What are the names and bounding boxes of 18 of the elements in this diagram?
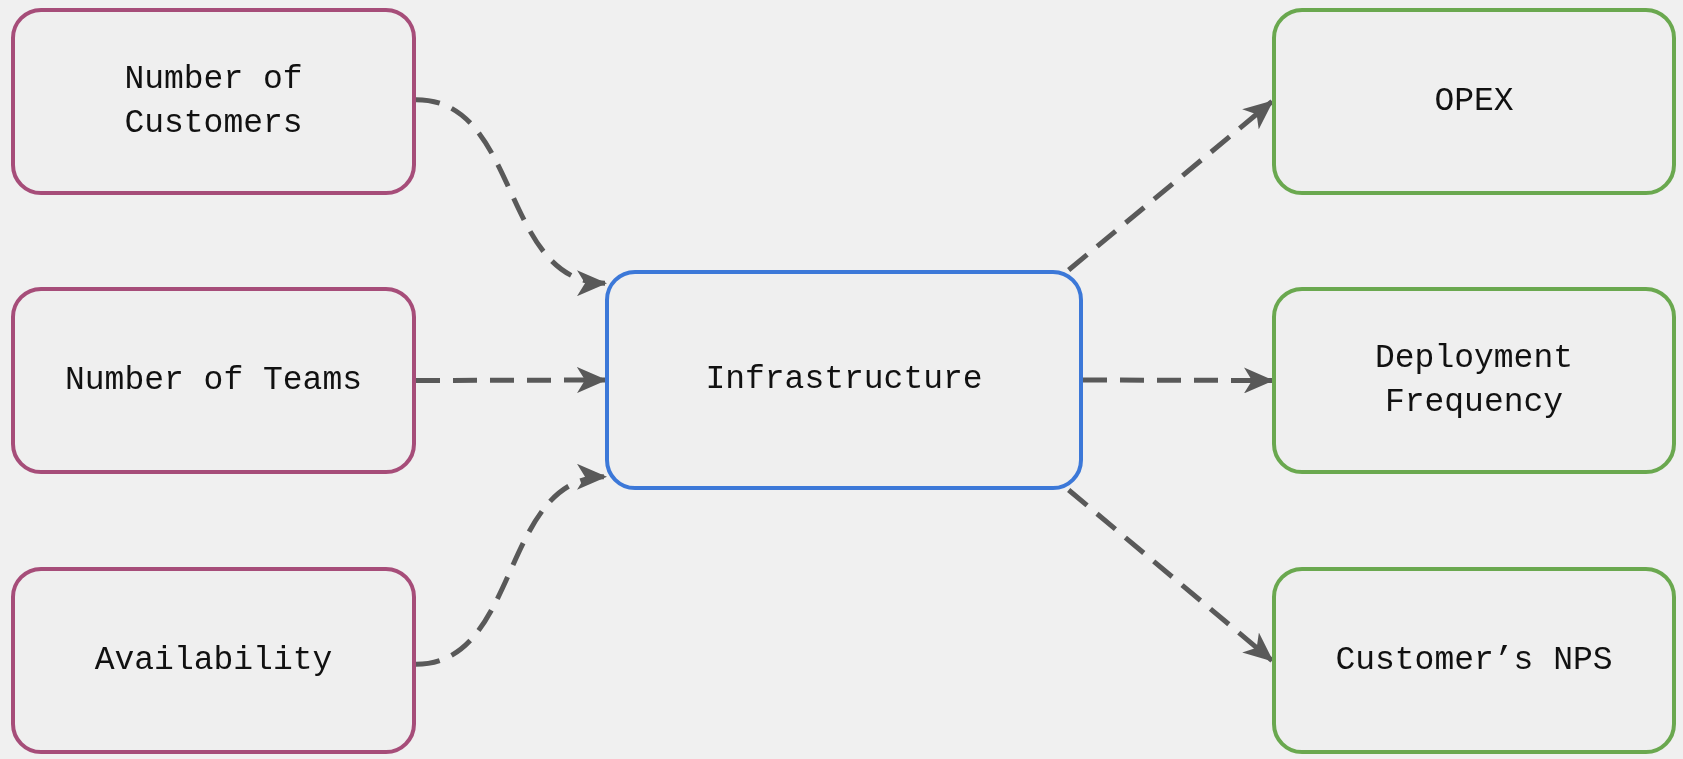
input-box <box>11 567 416 754</box>
input-box <box>11 287 416 474</box>
output-box <box>1272 567 1676 754</box>
box-label: Availability <box>94 640 333 681</box>
dashed-arrow <box>1067 488 1274 663</box>
dashed-arrow <box>1067 99 1274 272</box>
box-label: OPEX <box>1434 81 1514 122</box>
output-box <box>1272 8 1676 195</box>
box-label: Customer’s NPS <box>1335 640 1613 681</box>
process-box <box>605 270 1083 490</box>
output-box <box>1272 287 1676 474</box>
box-label: Infrastructure <box>705 360 983 400</box>
box-label: Number of Teams <box>64 360 363 401</box>
dashed-arrow <box>416 367 607 394</box>
dashed-arrow <box>1083 367 1274 394</box>
input-box <box>11 8 416 195</box>
box-label: Deployment Frequency <box>1373 338 1574 423</box>
box-label: Number of Customers <box>123 59 304 144</box>
